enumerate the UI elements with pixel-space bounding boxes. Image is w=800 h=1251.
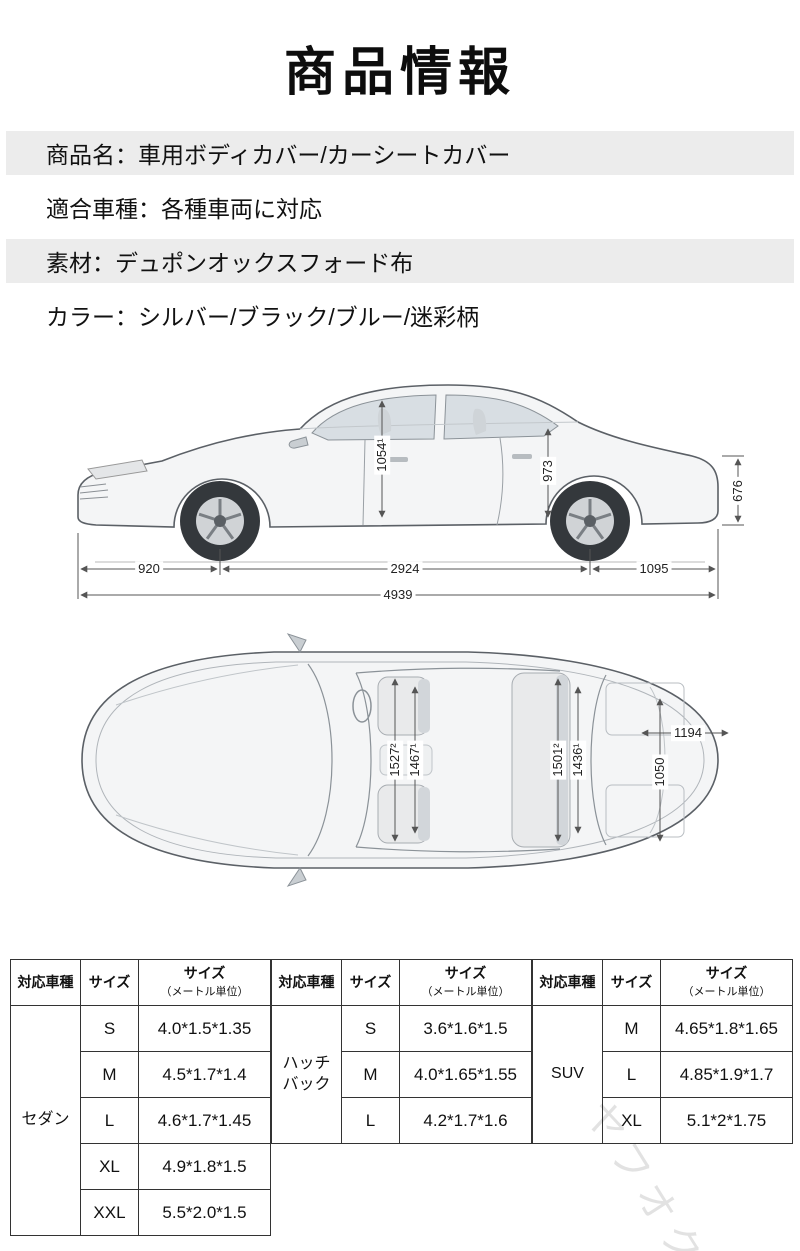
size-table-header-row: 対応車種サイズサイズ（メートル単位） [532,959,793,1006]
dims-cell: 3.6*1.6*1.5 [399,1005,532,1052]
dim-rear-width-inner: 1436¹ [570,740,586,780]
dim-rear-width-outer: 1501² [550,740,566,780]
dim-wheelbase: 2924 [387,561,423,577]
dims-cell: 4.65*1.8*1.65 [660,1005,793,1052]
dim-front-overhang: 920 [135,561,163,577]
side-mirror [288,436,309,449]
door-handles [388,454,532,462]
dims-cell: 5.5*2.0*1.5 [138,1189,271,1236]
dim-total-length: 4939 [380,587,416,603]
dim-front-width-inner: 1467¹ [407,740,423,780]
col-header-vehicle: 対応車種 [271,959,342,1006]
size-cell: M [80,1051,139,1098]
col-header-dims-unit: （メートル単位） [421,986,510,999]
vehicle-type-cell: SUV [532,1005,603,1144]
rear-wheel [550,481,630,561]
side-mirrors [286,633,307,887]
car-top-view-diagram: 1527² 1467¹ 1501² 1436¹ 1194 1050 [50,617,750,903]
car-side-view-diagram: 1054¹ 973 676 920 2924 1095 4939 [50,351,750,609]
dim-trunk-length: 1050 [652,754,668,790]
vehicle-type-cell: ハッチバック [271,1005,342,1144]
size-cell: M [341,1051,400,1098]
col-header-vehicle: 対応車種 [532,959,603,1006]
spec-color: カラー：シルバー/ブラック/ブルー/迷彩柄 [46,304,480,330]
side-view-drawing [77,384,744,599]
spec-product-name: 商品名：車用ボディカバー/カーシートカバー [6,131,794,175]
col-header-vehicle: 対応車種 [10,959,81,1006]
page-title: 商品情報 [283,44,516,102]
dims-cell: 4.5*1.7*1.4 [138,1051,271,1098]
dims-cell: 4.0*1.5*1.35 [138,1005,271,1052]
grille [79,483,109,500]
col-header-dims-unit: （メートル単位） [160,986,249,999]
spec-material: 素材：デュポンオックスフォード布 [6,239,794,283]
front-wheel [180,481,260,561]
car-windows [311,394,559,441]
size-cell: L [80,1097,139,1144]
dim-rear-height: 676 [730,477,746,505]
size-cell: XL [602,1097,661,1144]
dims-cell: 4.2*1.7*1.6 [399,1097,532,1144]
size-table-header-row: 対応車種サイズサイズ（メートル単位） [10,959,271,1006]
product-spec-list: 商品名：車用ボディカバー/カーシートカバー 適合車種：各種車両に対応 素材：デュ… [6,131,794,337]
col-header-dims: サイズ（メートル単位） [138,959,271,1006]
col-header-dims-unit: （メートル単位） [682,986,771,999]
steering-wheel [352,689,372,723]
dim-front-width-outer: 1527² [387,740,403,780]
vehicle-type-cell: セダン [10,1005,81,1236]
size-cell: S [80,1005,139,1052]
dims-cell: 4.85*1.9*1.7 [660,1051,793,1098]
size-cell: L [341,1097,400,1144]
dim-cabin-rear-height: 973 [540,457,556,485]
col-header-size: サイズ [341,959,400,1006]
dim-cabin-front-height: 1054¹ [374,435,390,475]
dim-rear-overhang: 1095 [636,561,672,577]
dims-cell: 4.6*1.7*1.45 [138,1097,271,1144]
dims-cell: 4.9*1.8*1.5 [138,1143,271,1190]
dims-cell: 5.1*2*1.75 [660,1097,793,1144]
size-cell: XXL [80,1189,139,1236]
col-header-size: サイズ [602,959,661,1006]
col-header-dims: サイズ（メートル単位） [660,959,793,1006]
dim-rear-deck-width: 1194 [671,725,705,741]
headlight [87,459,148,480]
size-cell: M [602,1005,661,1052]
glass-lines [307,663,607,857]
dims-cell: 4.0*1.65*1.55 [399,1051,532,1098]
size-cell: S [341,1005,400,1052]
spec-compatible-vehicles: 適合車種：各種車両に対応 [46,196,322,222]
col-header-size: サイズ [80,959,139,1006]
size-cell: L [602,1051,661,1098]
car-detail-lines [299,421,579,526]
size-cell: XL [80,1143,139,1190]
col-header-dims: サイズ（メートル単位） [399,959,532,1006]
size-table-header-row: 対応車種サイズサイズ（メートル単位） [271,959,532,1006]
